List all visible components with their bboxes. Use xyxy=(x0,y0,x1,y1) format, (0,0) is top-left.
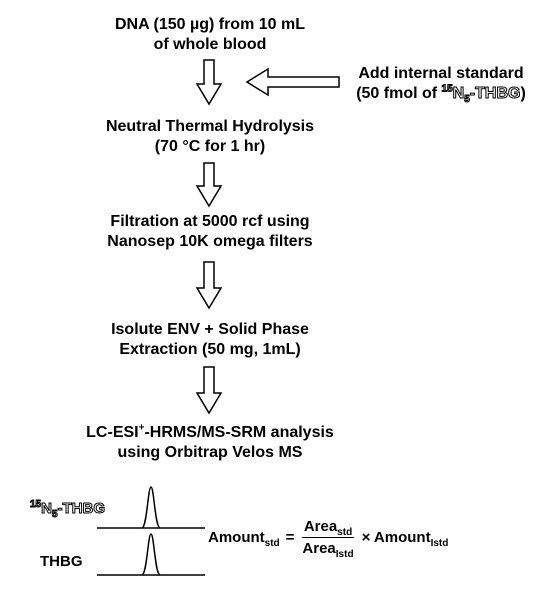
isotope-label-note: 15N5-THBG xyxy=(441,83,521,106)
step-hydrolysis: Neutral Thermal Hydrolysis (70 °C for 1 … xyxy=(95,117,325,157)
step-4-line2: Extraction (50 mg, 1mL) xyxy=(119,341,301,358)
left-arrow xyxy=(245,67,340,97)
down-arrow-3 xyxy=(195,261,223,310)
step-3-line1: Filtration at 5000 rcf using xyxy=(110,213,310,230)
formula-equals: = xyxy=(285,529,295,546)
down-arrow-4 xyxy=(195,366,223,415)
step-3-line2: Nanosep 10K omega filters xyxy=(107,233,313,250)
step-2-line2: (70 °C for 1 hr) xyxy=(154,138,266,155)
chromatogram-label-isotope: 15N5-THBG xyxy=(29,499,106,520)
step-5-line1: LC-ESI+-HRMS/MS-SRM analysis xyxy=(86,422,334,441)
step-4-line1: Isolute ENV + Solid Phase xyxy=(111,321,309,338)
down-arrow-1 xyxy=(195,59,223,106)
formula-fraction: Areastd AreaIstd xyxy=(300,518,355,560)
step-dna-source: DNA (150 µg) from 10 mL of whole blood xyxy=(95,15,325,55)
step-spe: Isolute ENV + Solid Phase Extraction (50… xyxy=(85,320,335,360)
step-2-line1: Neutral Thermal Hydrolysis xyxy=(105,118,315,135)
step-1-line1: DNA (150 µg) from 10 mL xyxy=(115,16,305,33)
formula-rhs: × AmountIstd xyxy=(361,529,449,549)
formula-denominator: AreaIstd xyxy=(302,540,354,560)
down-arrow-2 xyxy=(195,162,223,208)
step-5-line2: using Orbitrap Velos MS xyxy=(117,444,303,461)
chromatogram-peak-isotope xyxy=(141,486,161,529)
side-note-line1: Add internal standard xyxy=(358,65,524,82)
internal-standard-note: Add internal standard (50 fmol of 15N5-T… xyxy=(325,64,557,106)
quantitation-formula: Amountstd = Areastd AreaIstd × AmountIst… xyxy=(208,518,449,560)
chromatogram-peak-analyte xyxy=(141,533,161,576)
side-note-line2: (50 fmol of 15N5-THBG) xyxy=(356,83,526,106)
step-1-line2: of whole blood xyxy=(153,36,267,53)
chromatogram-label-analyte: THBG xyxy=(40,553,83,570)
formula-numerator: Areastd xyxy=(301,518,355,538)
formula-lhs: Amountstd xyxy=(208,529,280,549)
step-filtration: Filtration at 5000 rcf using Nanosep 10K… xyxy=(85,212,335,252)
step-lcms-analysis: LC-ESI+-HRMS/MS-SRM analysis using Orbit… xyxy=(50,423,370,463)
